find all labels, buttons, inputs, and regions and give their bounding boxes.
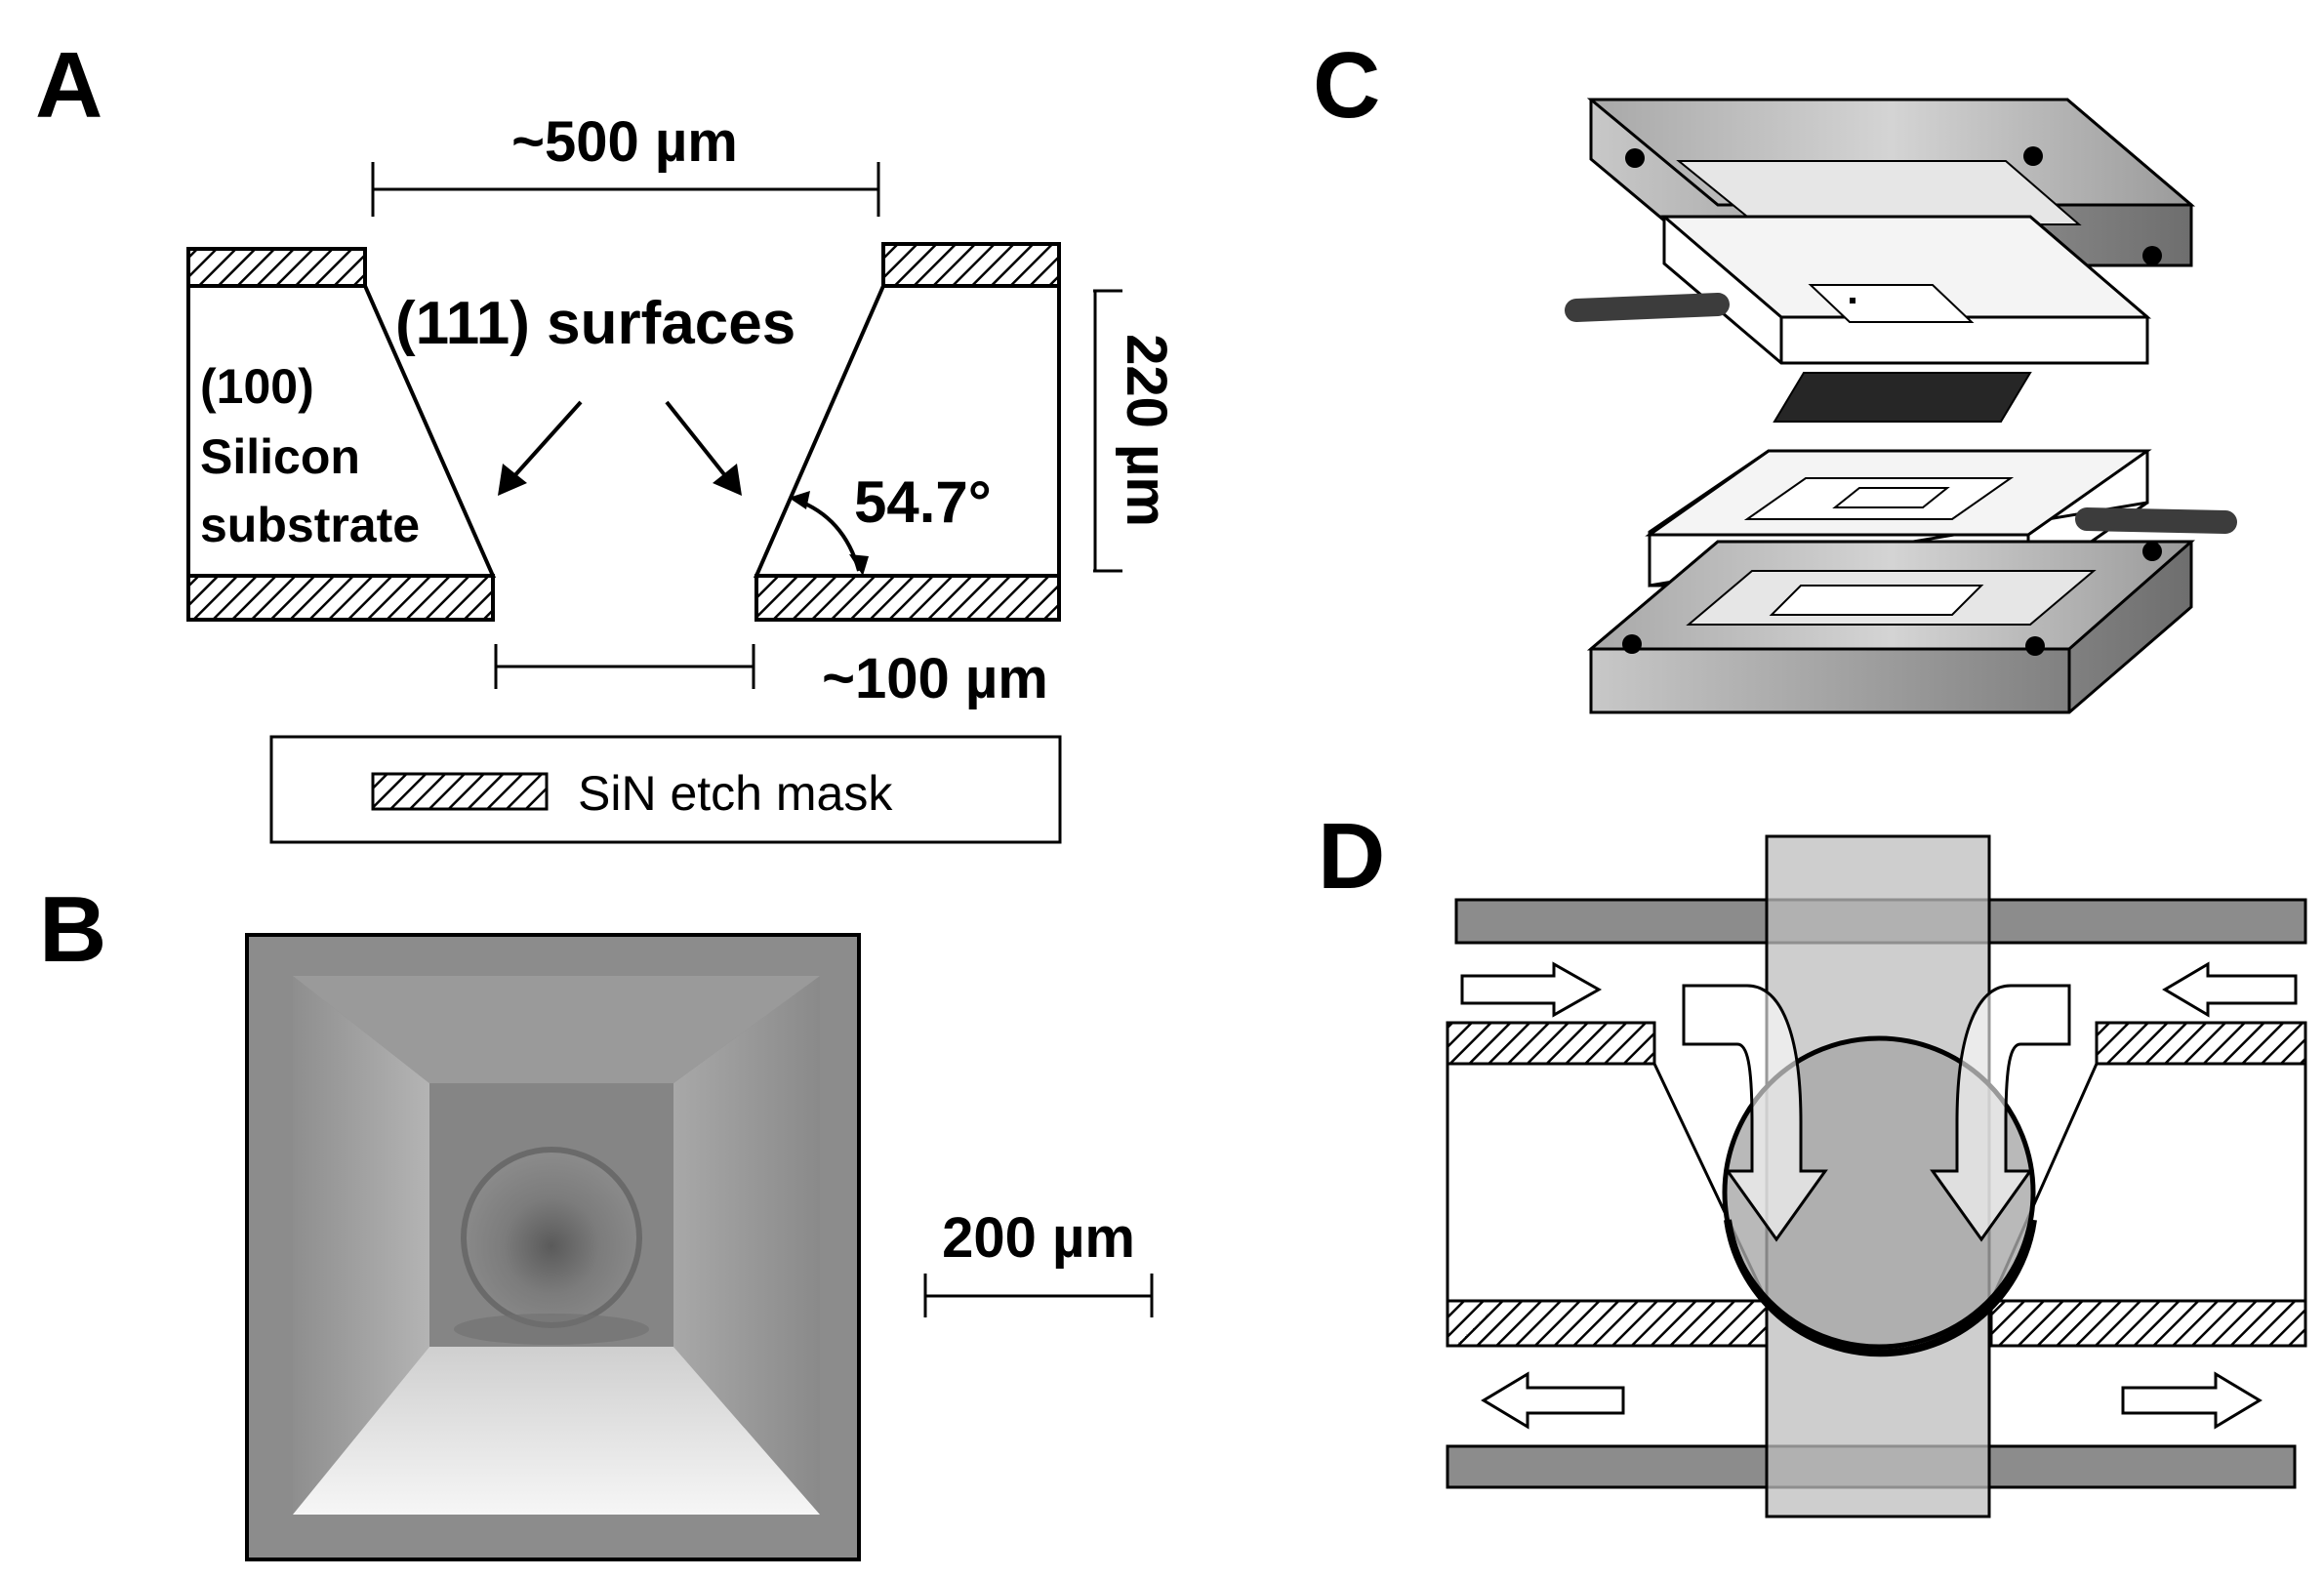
substrate-label-line3: substrate <box>200 498 420 552</box>
mask-bottom-left <box>1446 1299 1769 1348</box>
panel-b: B 200 µm <box>39 877 1154 1561</box>
pit-hole <box>461 1147 642 1328</box>
arrow-right-surface <box>665 400 742 496</box>
thickness-dimension <box>1093 289 1122 573</box>
etch-mask-top-right <box>881 242 1061 288</box>
upper-chamber-block <box>1659 215 2152 365</box>
pyramid-pit-image <box>245 933 861 1561</box>
panel-a: A ~500 µm (111) surfaces (100) Silicon s… <box>35 33 1178 844</box>
scale-bar-label: 200 µm <box>942 1206 1135 1270</box>
membrane-chip <box>1773 372 2032 423</box>
panel-label-c: C <box>1313 33 1380 138</box>
chip-right <box>1988 1062 2307 1303</box>
top-width-dimension <box>371 162 880 217</box>
mask-top-left <box>1446 1021 1656 1066</box>
top-frame-plate <box>1586 98 2196 267</box>
flow-arrow-top-left <box>1460 961 1603 1018</box>
panel-c: C <box>1313 33 2237 714</box>
arrow-left-surface <box>498 400 583 496</box>
angle-arc <box>789 491 869 576</box>
etch-mask-bottom-right <box>754 574 1061 622</box>
panel-label-b: B <box>39 877 106 982</box>
legend-label: SiN etch mask <box>578 766 893 821</box>
curved-arrow-left <box>1682 984 1828 1242</box>
panel-label-a: A <box>35 33 102 138</box>
etch-mask-bottom-left <box>186 574 495 622</box>
bottom-width-label: ~100 µm <box>822 647 1048 710</box>
bottom-frame-plate <box>1586 540 2195 714</box>
surfaces-label: (111) surfaces <box>395 290 795 357</box>
curved-arrow-right <box>1930 984 2071 1242</box>
legend: SiN etch mask <box>269 735 1062 844</box>
flow-arrow-bottom-right <box>2121 1371 2263 1430</box>
substrate-label-line2: Silicon <box>200 429 360 484</box>
panel-label-d: D <box>1318 804 1385 909</box>
top-width-label: ~500 µm <box>511 110 738 174</box>
bottom-width-dimension <box>494 644 755 689</box>
angle-label: 54.7° <box>854 469 992 535</box>
substrate-label-line1: (100) <box>200 359 314 414</box>
chip-left <box>1446 1062 1770 1303</box>
thickness-label: 220 µm <box>1115 334 1178 527</box>
flow-arrow-top-right <box>2162 961 2298 1018</box>
panel-d: D <box>1318 804 2307 1518</box>
etch-mask-top-left <box>186 247 367 288</box>
legend-swatch <box>371 772 549 811</box>
mask-bottom-right <box>1989 1299 2307 1348</box>
left-tube <box>1565 293 1730 322</box>
scale-bar <box>923 1274 1154 1317</box>
mask-top-right <box>2095 1021 2307 1066</box>
right-tube <box>2075 507 2237 534</box>
flow-arrow-bottom-left <box>1481 1371 1625 1430</box>
